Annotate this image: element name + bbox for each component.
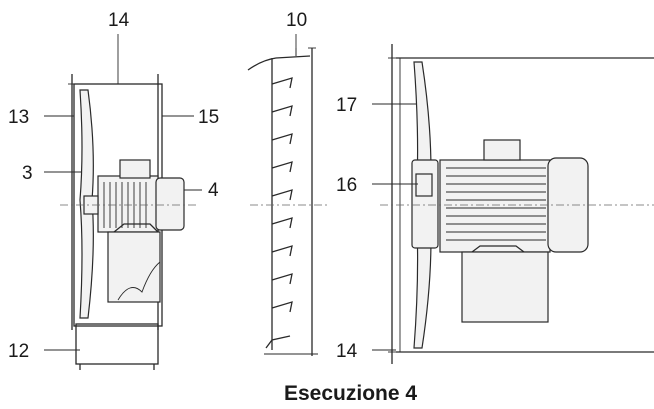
left-motor-cap	[155, 177, 185, 231]
label-10: 10	[286, 10, 307, 31]
label-14-bottom: 14	[336, 341, 358, 362]
diagram-caption: Esecuzione 4	[284, 382, 417, 405]
left-bottom-stand	[75, 323, 159, 365]
right-hub	[411, 159, 439, 249]
right-terminal-box	[483, 139, 521, 161]
left-fan-view	[44, 34, 202, 370]
shutter-louvres	[265, 77, 293, 349]
label-4: 4	[208, 180, 219, 201]
left-terminal-box	[119, 159, 151, 179]
right-fan-view	[372, 44, 654, 364]
label-3: 3	[22, 163, 33, 184]
middle-shutter-view	[247, 34, 330, 356]
left-motor-mount	[107, 231, 161, 303]
label-14-top: 14	[108, 10, 130, 31]
label-12: 12	[8, 341, 29, 362]
label-17: 17	[336, 95, 357, 116]
right-motor-body	[439, 159, 551, 253]
right-motor-mount	[461, 251, 549, 323]
label-13: 13	[8, 107, 29, 128]
label-15: 15	[198, 107, 219, 128]
label-16: 16	[336, 175, 357, 196]
